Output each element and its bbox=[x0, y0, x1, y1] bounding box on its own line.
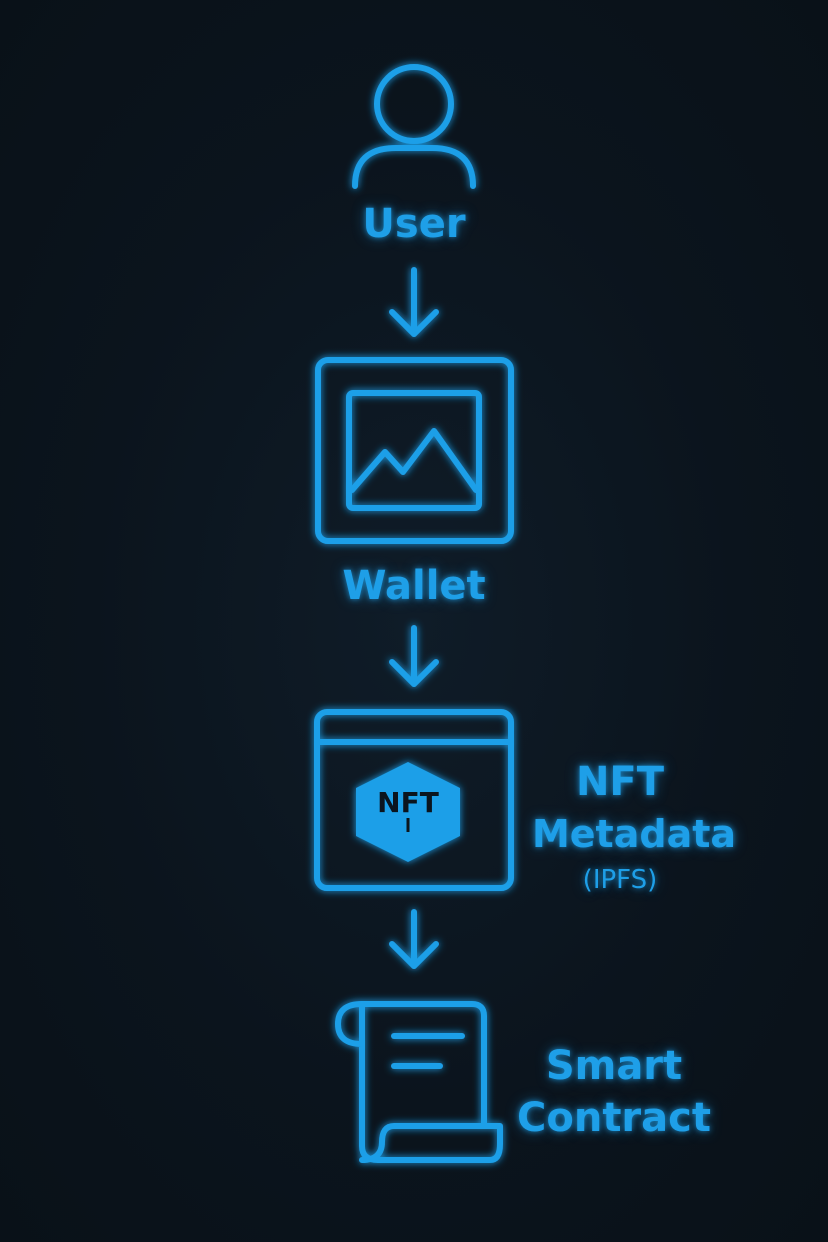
node-label-nft-metadata-line1: NFT bbox=[575, 759, 665, 805]
arrow-down-icon bbox=[389, 267, 439, 337]
node-label-smart-contract-line1: Smart bbox=[545, 1043, 683, 1089]
user-icon bbox=[352, 64, 476, 189]
arrow-down-icon bbox=[389, 625, 439, 687]
node-label-user: User bbox=[362, 201, 466, 247]
node-label-nft-metadata-line3: (IPFS) bbox=[582, 865, 658, 895]
node-label-smart-contract-line2: Contract bbox=[517, 1095, 711, 1141]
scroll-icon bbox=[335, 1001, 503, 1163]
node-label-wallet: Wallet bbox=[342, 563, 486, 609]
nft-hexagon-icon bbox=[356, 762, 460, 862]
image-frame-icon bbox=[315, 357, 514, 544]
browser-window-icon bbox=[314, 709, 514, 891]
nft-badge-text: NFT bbox=[377, 786, 439, 819]
node-label-nft-metadata-line2: Metadata bbox=[531, 812, 737, 856]
arrow-down-icon bbox=[389, 909, 439, 969]
